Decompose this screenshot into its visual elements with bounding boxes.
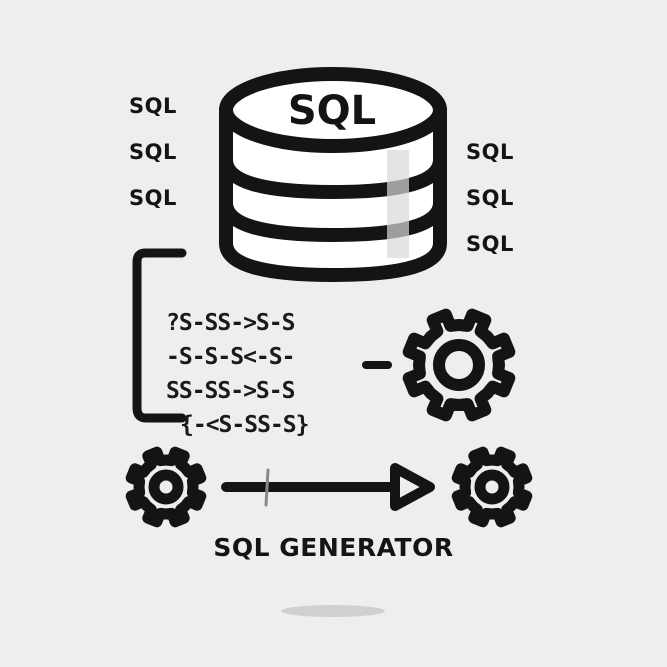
code-line: -S-S-S<-S-: [166, 344, 295, 370]
gear-icon: [451, 446, 533, 528]
code-line: {-<S-SS-S}: [180, 412, 309, 438]
sql-label-right: SQL: [466, 186, 514, 210]
database-icon: [219, 67, 447, 283]
gear-icon: [125, 446, 207, 528]
sql-label-left: SQL: [129, 140, 177, 164]
code-line: ?S-SS->S-S: [166, 310, 295, 336]
page-title: SQL GENERATOR: [213, 533, 454, 562]
shadow-bar: [281, 605, 385, 617]
sql-label-right: SQL: [466, 140, 514, 164]
bracket-icon: [132, 248, 187, 423]
sql-label-right: SQL: [466, 232, 514, 256]
arrow-right-icon: [221, 463, 435, 511]
sql-label-left: SQL: [129, 186, 177, 210]
sql-label-left: SQL: [129, 94, 177, 118]
code-line: SS-SS->S-S: [166, 378, 295, 404]
gear-icon: [402, 308, 516, 422]
database-label: SQL: [287, 88, 377, 134]
